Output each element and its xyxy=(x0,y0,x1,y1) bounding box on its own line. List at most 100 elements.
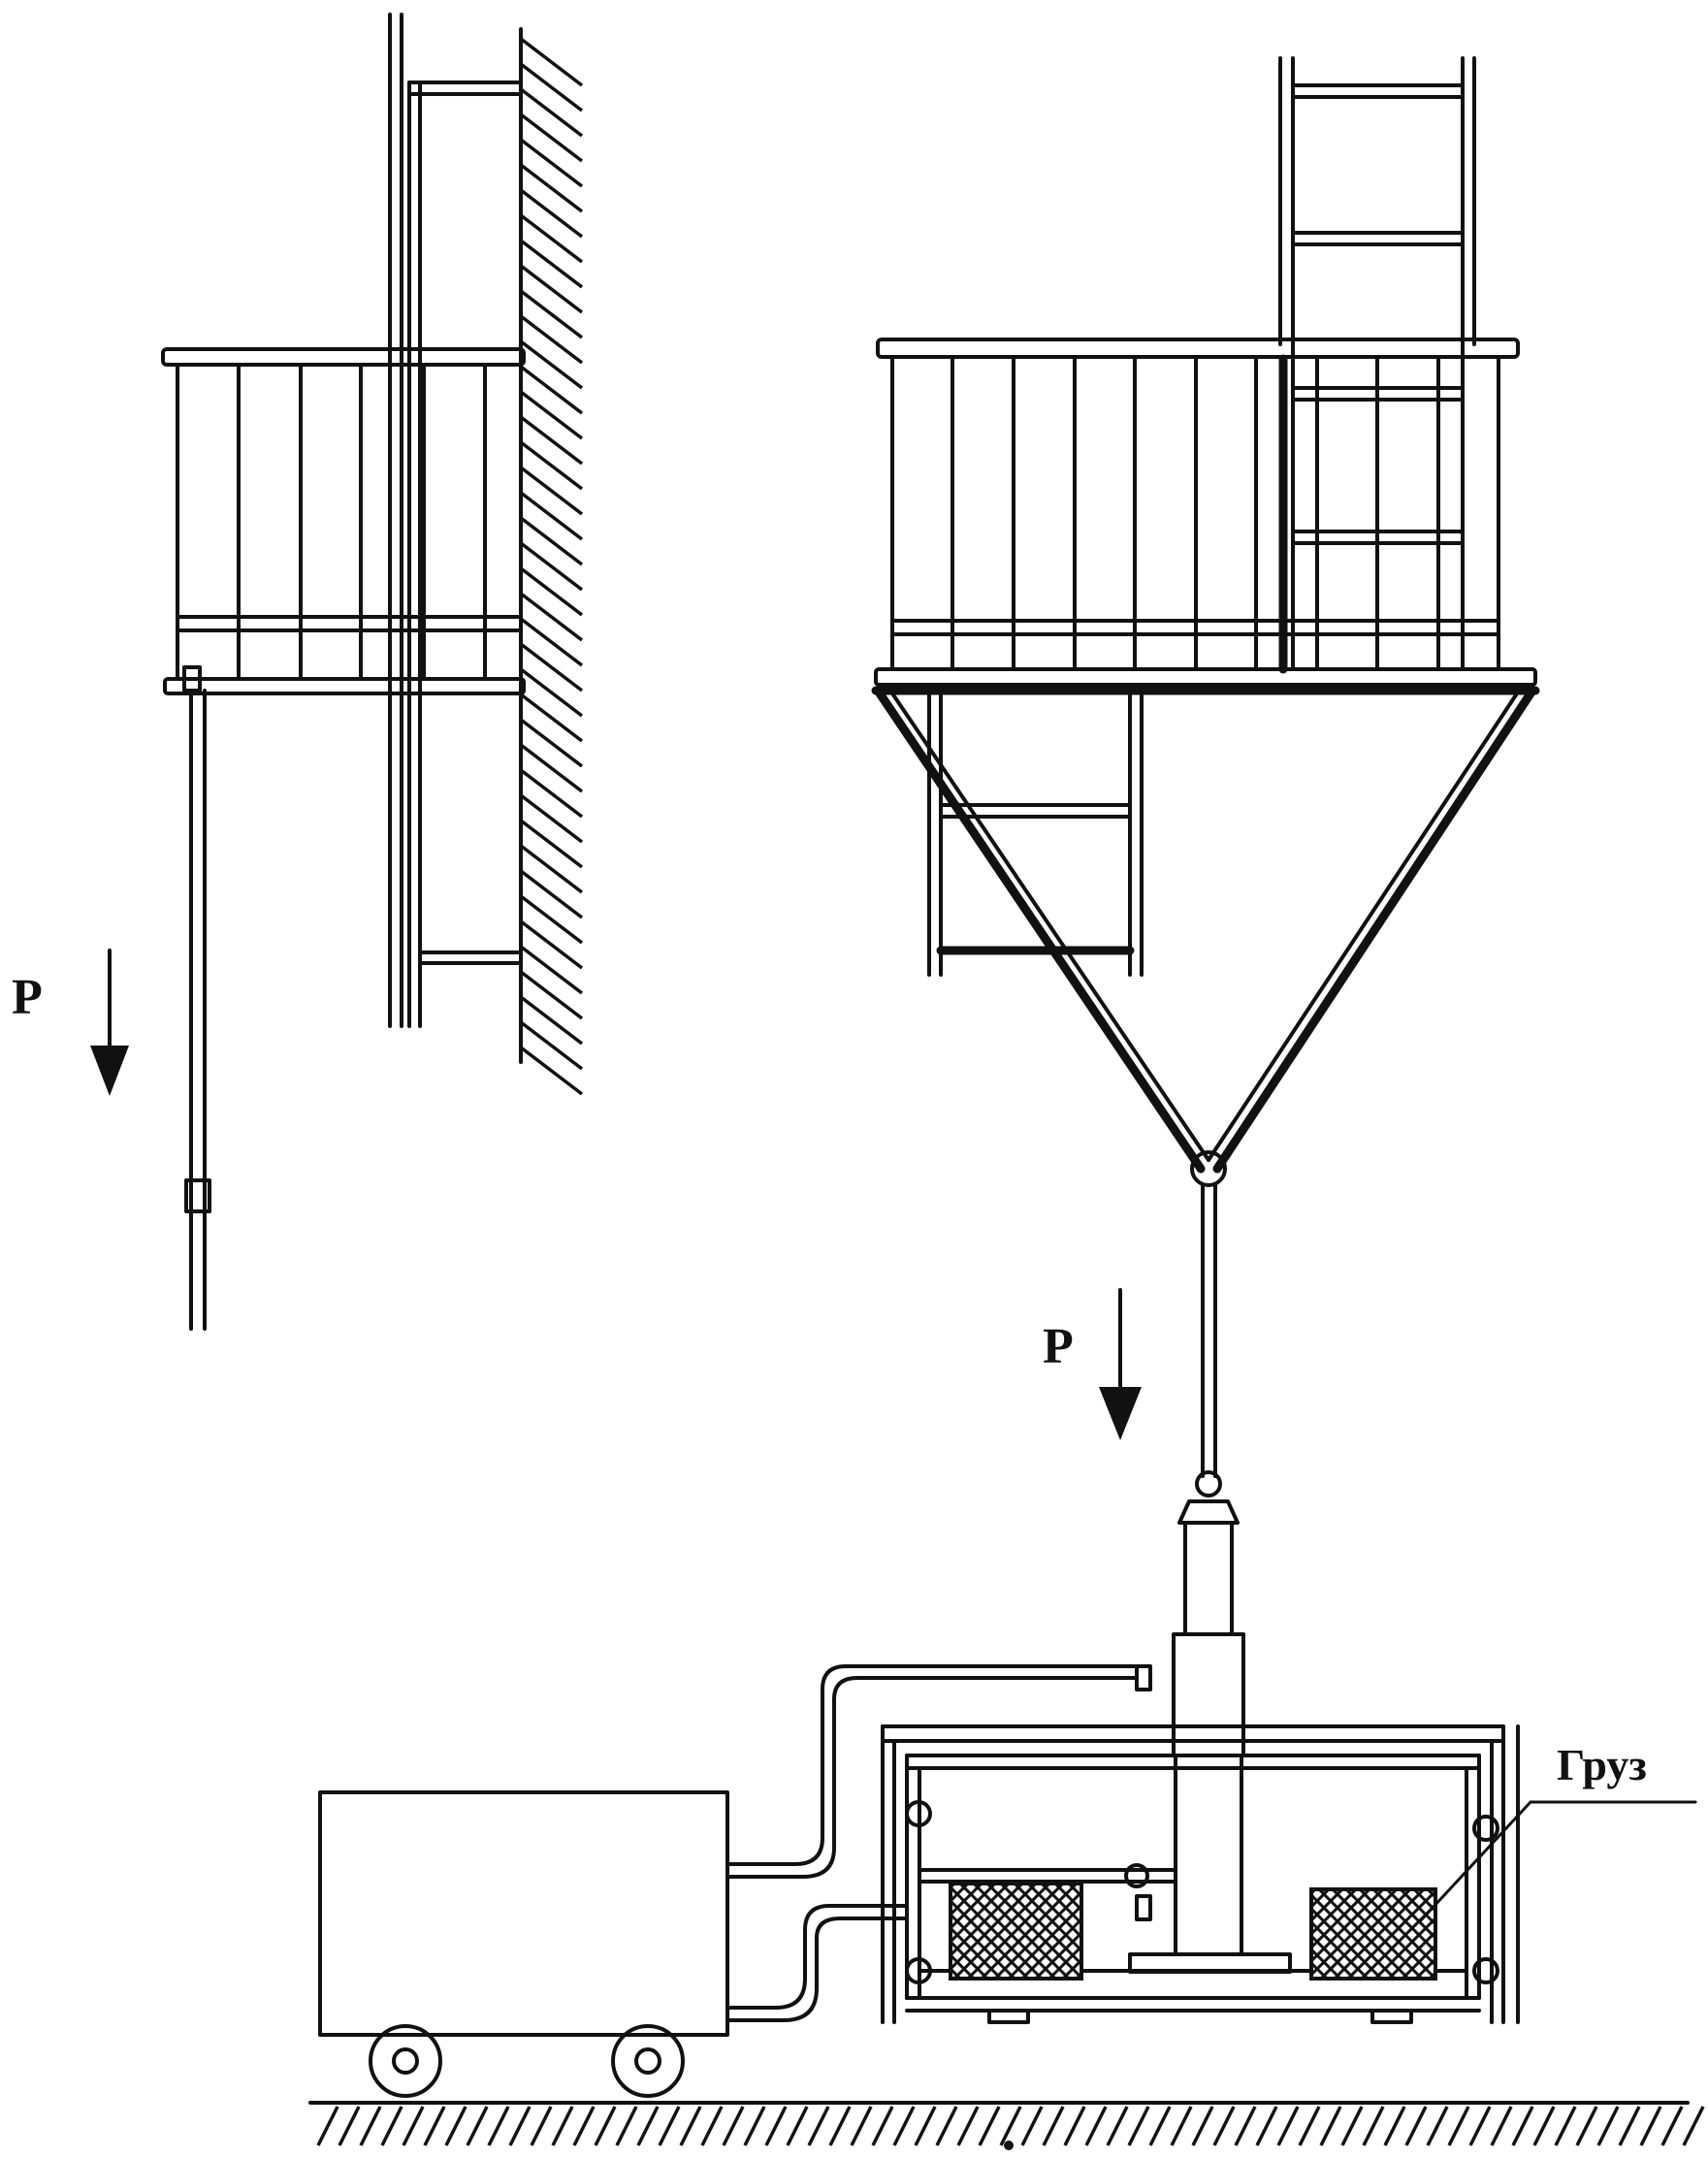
wall-hatch-line xyxy=(519,339,584,390)
wall-hatch-line xyxy=(519,995,584,1046)
ground-hatch-line xyxy=(892,2106,916,2146)
ground-hatch-line xyxy=(999,2106,1022,2146)
hydraulic-station xyxy=(318,1664,1137,2098)
left-platform xyxy=(161,347,526,695)
left-assembly: P xyxy=(12,13,584,1331)
wall-hatch-line xyxy=(519,692,584,743)
load-blocks xyxy=(949,1882,1437,1981)
wall-hatch-line xyxy=(519,718,584,768)
ground-hatch-line xyxy=(1148,2106,1172,2146)
ground-hatch-line xyxy=(530,2106,553,2146)
ground-hatch-line xyxy=(1596,2106,1620,2146)
ground-hatch-line xyxy=(1340,2106,1364,2146)
wall-hatch-line xyxy=(519,617,584,667)
ground-hatch-line xyxy=(594,2106,617,2146)
ground-hatch-line xyxy=(636,2106,660,2146)
wall-hatch-line xyxy=(519,440,584,491)
wall-hatch-line xyxy=(519,87,584,138)
ground-hatch-line xyxy=(1084,2106,1108,2146)
ground-hatch-line xyxy=(1660,2106,1684,2146)
ground-hatch-line xyxy=(1127,2106,1150,2146)
wall-hatch-line xyxy=(519,945,584,995)
wall-hatch-line xyxy=(519,365,584,415)
ground-hatch-line xyxy=(615,2106,638,2146)
ground-hatch-line xyxy=(359,2106,382,2146)
ground-hatch-line xyxy=(466,2106,489,2146)
ground-hatch-line xyxy=(572,2106,596,2146)
ground-hatch-line xyxy=(764,2106,788,2146)
ground-hatch-line xyxy=(1554,2106,1577,2146)
sling-ring xyxy=(1190,1150,1227,1187)
ground-hatch-line xyxy=(679,2106,702,2146)
ground-hatch-line xyxy=(1682,2106,1705,2146)
left-force-arrow xyxy=(90,949,129,1096)
wall-hatch-line xyxy=(519,592,584,642)
wall-hatch-line xyxy=(519,642,584,692)
ground-hatch-line xyxy=(1042,2106,1065,2146)
ground-hatch-line xyxy=(423,2106,446,2146)
wall-hatch-line xyxy=(519,970,584,1020)
wall-hatch-line xyxy=(519,844,584,894)
left-rod xyxy=(184,689,211,1331)
wall-hatch-line xyxy=(519,768,584,819)
ground-hatch-line xyxy=(508,2106,532,2146)
wall-hatch-line xyxy=(519,138,584,188)
cart-wheels xyxy=(369,2024,685,2098)
wall-hatch-line xyxy=(519,566,584,617)
ground-hatch-line xyxy=(380,2106,403,2146)
wall-hatch-line xyxy=(519,289,584,339)
ground-hatch-line xyxy=(1191,2106,1214,2146)
wall-hatch-line xyxy=(519,919,584,970)
wall-hatch-line xyxy=(519,541,584,592)
sling-cables xyxy=(873,686,1537,1187)
load-callout xyxy=(1419,1800,1697,1922)
wall-hatch-line xyxy=(519,869,584,919)
ground-hatch-line xyxy=(807,2106,830,2146)
wall-hatch-line xyxy=(519,667,584,718)
ground-hatch-line xyxy=(1170,2106,1193,2146)
ground-hatch-line xyxy=(1532,2106,1556,2146)
ground-hatch-line xyxy=(935,2106,958,2146)
ground-hatch-line xyxy=(1212,2106,1236,2146)
wall-hatch-line xyxy=(519,113,584,163)
ground-hatch-line xyxy=(914,2106,937,2146)
wall xyxy=(519,27,584,1096)
ground-hatch-line xyxy=(1468,2106,1492,2146)
wall-hatch-line xyxy=(519,37,584,87)
base-frame xyxy=(881,1724,1520,2024)
ground-hatch-line xyxy=(1426,2106,1449,2146)
ground-hatch-line xyxy=(722,2106,745,2146)
right-force-arrow xyxy=(1099,1288,1142,1440)
ground-hatch-line xyxy=(850,2106,873,2146)
ground-hatch-line xyxy=(551,2106,574,2146)
load-label: Груз xyxy=(1557,1740,1647,1789)
wall-hatch-line xyxy=(519,466,584,516)
ground-hatch-line xyxy=(786,2106,809,2146)
ground-hatch-line xyxy=(1234,2106,1257,2146)
ground-hatch-line xyxy=(1447,2106,1470,2146)
ground-hatch-line xyxy=(1404,2106,1428,2146)
wall-hatch-line xyxy=(519,793,584,844)
wall-hatch-line xyxy=(519,239,584,289)
ground-hatch-line xyxy=(828,2106,852,2146)
wall-hatch-line xyxy=(519,415,584,466)
ground-hatch-line xyxy=(871,2106,894,2146)
ground-hatch-line xyxy=(1020,2106,1044,2146)
ground-hatch-line xyxy=(1362,2106,1385,2146)
ground-hatch-line xyxy=(1618,2106,1641,2146)
wall-hatch-line xyxy=(519,188,584,239)
force-label-left: P xyxy=(12,970,43,1025)
hydraulic-cylinder xyxy=(1128,1499,1292,1974)
wall-hatch-line xyxy=(519,213,584,264)
wall-hatch-line xyxy=(519,491,584,541)
pump-unit xyxy=(318,1790,729,2037)
wall-hatch-line xyxy=(519,62,584,113)
ground-hatch-line xyxy=(1639,2106,1662,2146)
lower-ladder xyxy=(927,692,1144,977)
ground-hatch-line xyxy=(1575,2106,1598,2146)
wall-hatch-line xyxy=(519,743,584,793)
wall-hatch-line xyxy=(519,894,584,945)
wall-hatch-line xyxy=(519,390,584,440)
ground-hatch-line xyxy=(700,2106,724,2146)
